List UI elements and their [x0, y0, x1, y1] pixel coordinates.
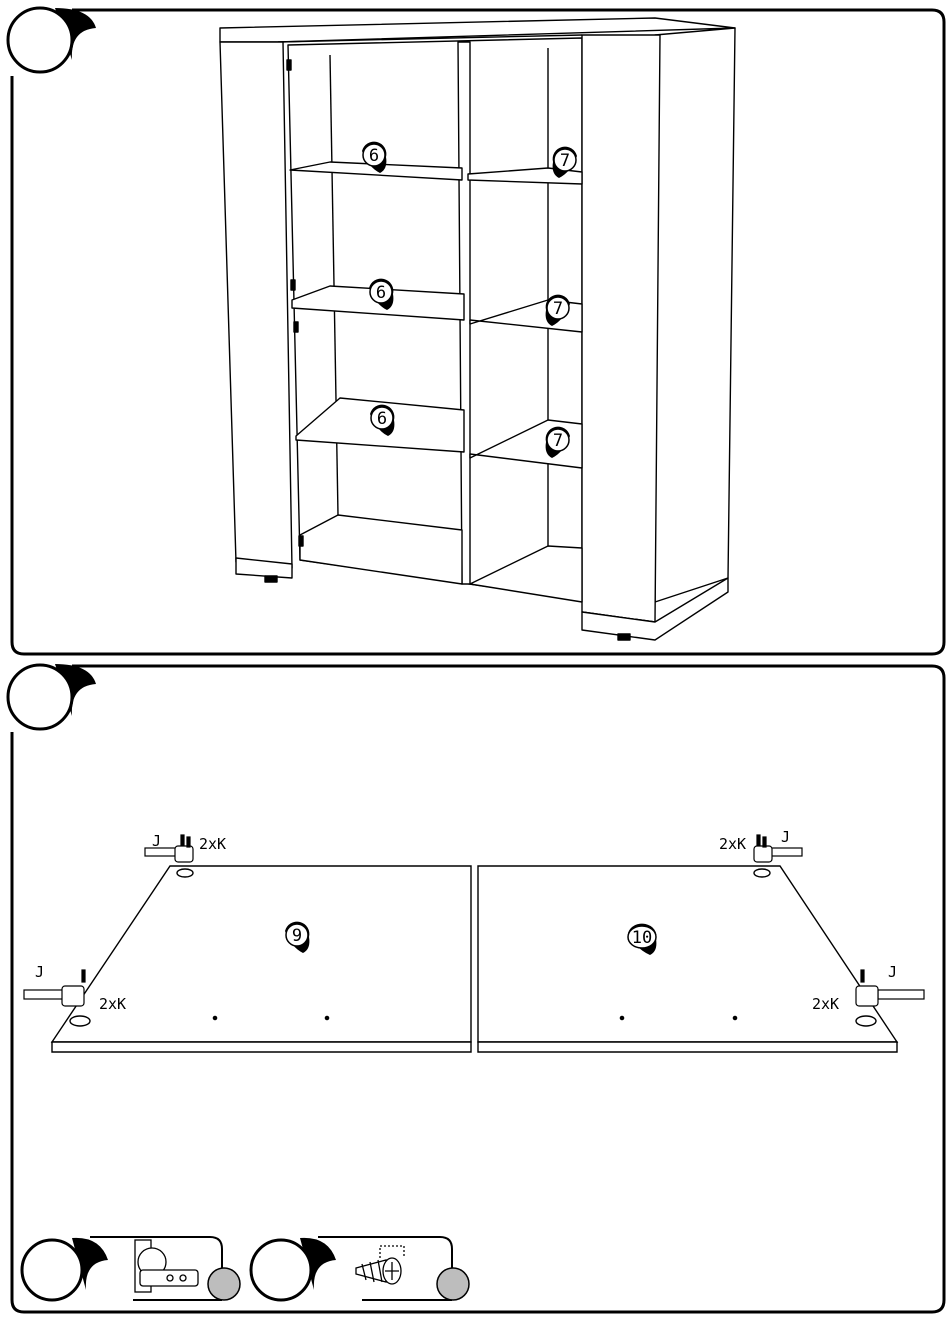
hinge-icon	[135, 1240, 198, 1292]
door-panel-10	[478, 866, 897, 1052]
step-1-panel: 6 6 6 7 7 7	[8, 8, 944, 654]
part-label: 6	[376, 283, 386, 303]
screw-label: 2xK	[199, 835, 226, 853]
hinge-label: J	[781, 828, 790, 846]
part-label: 6	[369, 146, 379, 166]
screw-label: 2xK	[719, 835, 746, 853]
hinge-label: J	[35, 963, 44, 981]
hinge-top-right: 2xK J	[719, 828, 802, 862]
hinge-quantity-badge	[208, 1268, 240, 1300]
screw-label: 2xK	[812, 995, 839, 1013]
hinge-label: J	[888, 963, 897, 981]
hardware-legend-hinge	[22, 1237, 240, 1300]
screw-icon	[356, 1246, 404, 1284]
hardware-legend-screw	[251, 1237, 469, 1300]
hinge-label: J	[152, 832, 161, 850]
panel-label: 9	[292, 926, 302, 946]
panel-label: 10	[632, 928, 652, 948]
hinge-top-left: J 2xK	[145, 832, 226, 862]
step-2-number-badge	[8, 665, 72, 729]
part-label: 7	[560, 151, 570, 171]
door-panel-9	[52, 866, 471, 1052]
part-label: 6	[377, 409, 387, 429]
part-label: 7	[553, 431, 563, 451]
step-2-panel: 9 10 J 2xK J 2xK 2xK	[8, 664, 944, 1312]
cabinet-illustration	[220, 18, 735, 640]
screw-quantity-badge	[437, 1268, 469, 1300]
part-label: 7	[553, 299, 563, 319]
screw-part-badge	[251, 1240, 311, 1300]
step-1-number-badge	[8, 8, 72, 72]
screw-label: 2xK	[99, 995, 126, 1013]
hinge-part-badge	[22, 1240, 82, 1300]
